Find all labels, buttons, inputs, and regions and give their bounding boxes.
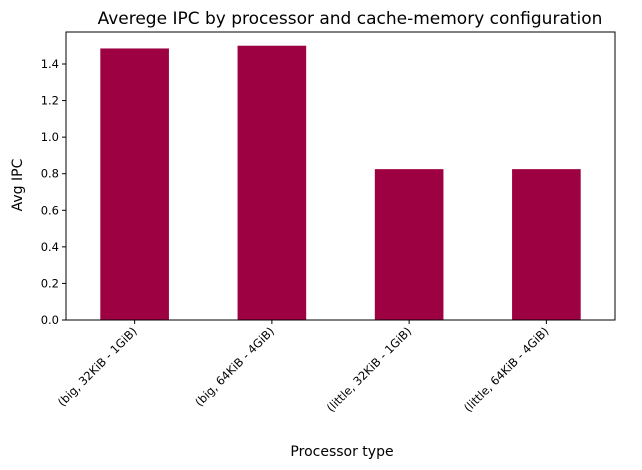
y-tick-label: 1.0 <box>41 130 59 144</box>
y-tick-label: 1.2 <box>41 94 59 108</box>
bar <box>100 48 169 320</box>
bar <box>512 169 581 320</box>
bar <box>374 169 444 320</box>
y-tick-label: 0.4 <box>41 240 59 254</box>
x-axis-label: Processor type <box>290 444 393 460</box>
y-tick-label: 0.0 <box>41 313 59 327</box>
plot-area: 0.0 0.2 0.4 0.6 0.8 1.0 1.2 1.4 (big, 32KiB - 1G… <box>41 31 616 415</box>
y-tick-label: 1.4 <box>41 57 59 71</box>
x-tick-label: (little, 64KiB - 4GiB) <box>461 324 552 415</box>
x-tick-label: (little, 32KiB - 1GiB) <box>324 324 415 415</box>
plot-frame <box>65 31 616 321</box>
x-tick-label: (big, 64KiB - 4GiB) <box>192 324 277 409</box>
chart-title: Averege IPC by processor and cache-memor… <box>98 9 603 29</box>
y-axis-label: Avg IPC <box>10 158 26 211</box>
y-tick-label: 0.2 <box>41 276 59 290</box>
y-tick-label: 0.8 <box>41 167 59 181</box>
x-tick-label: (big, 32KiB - 1GiB) <box>55 324 140 409</box>
y-tick-label: 0.6 <box>41 203 59 217</box>
bar <box>237 45 307 320</box>
